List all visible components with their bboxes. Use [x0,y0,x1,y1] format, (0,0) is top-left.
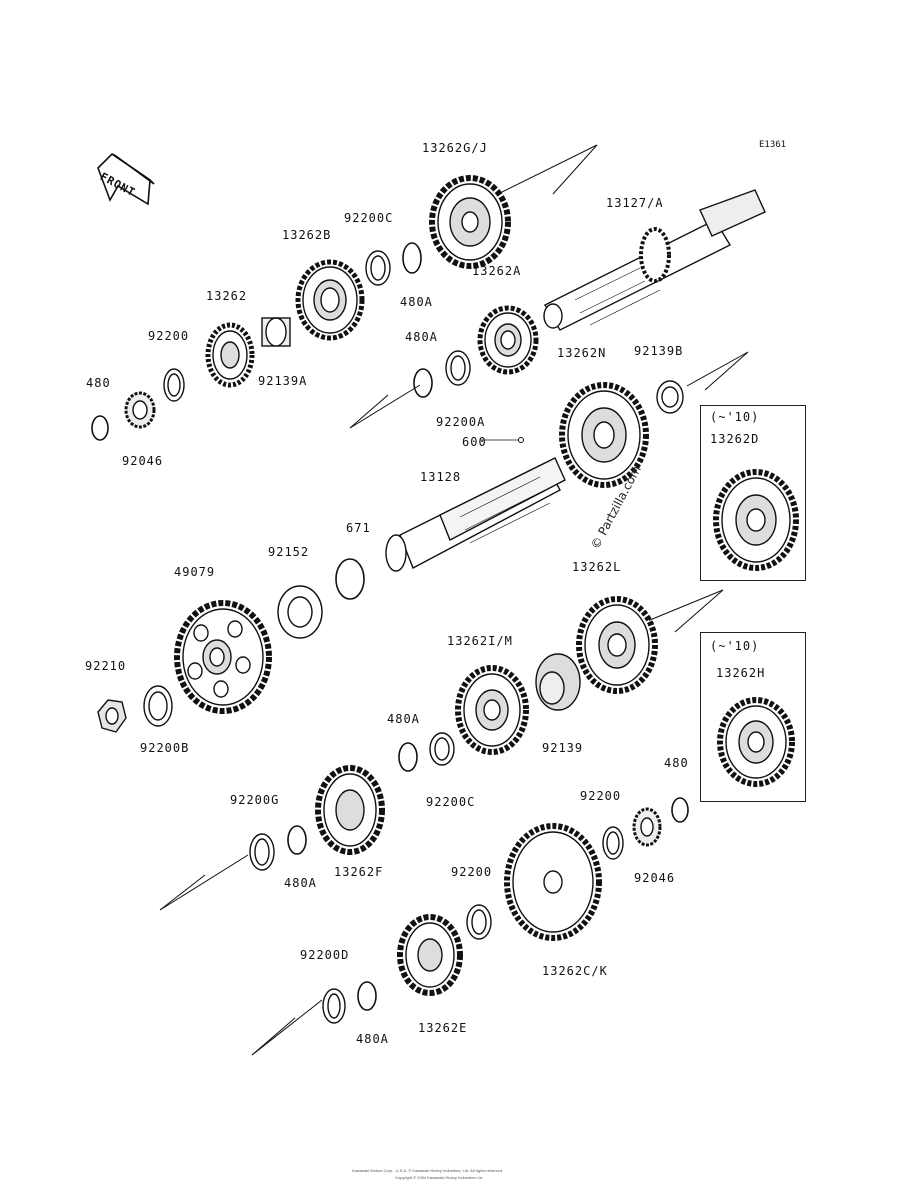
part-label: 480A [387,712,420,726]
bearing-92139a-icon [261,317,291,347]
bearing-92046-right-icon [632,807,662,847]
part-label: 92139 [542,741,584,755]
part-label: 92200B [140,741,190,755]
gear-13262d-icon [713,469,799,571]
ball-600-icon [518,437,524,443]
circlip-480a-bottom-icon [357,981,377,1011]
part-label: 92200C [344,211,394,225]
part-label: 13262E [418,1021,468,1035]
part-label: 13262 [206,289,248,303]
gear-13262h-icon [717,697,795,787]
part-label: 92139B [634,344,684,358]
part-label: 480A [284,876,317,890]
gear-13262-icon [205,322,255,388]
shaft-13128-icon [385,457,566,572]
part-label: 480A [405,330,438,344]
bush-92139-icon [535,653,581,711]
variant-note-2: (~'10) [710,639,760,653]
washer-92200-lower-icon [466,904,492,940]
part-label: 92152 [268,545,310,559]
leader-lines [159,144,749,1056]
part-label: 13262I/M [447,634,513,648]
gear-13262l-icon [576,596,658,694]
front-arrow-icon [97,152,155,206]
washer-92200g-icon [249,833,275,871]
circlip-480a-icon [402,242,422,274]
washer-92200c-icon [365,250,391,286]
gear-13262e-icon [397,914,463,996]
gear-13262f-icon [315,765,385,855]
washer-92200-icon [163,368,185,402]
gear-13262b-icon [295,259,365,341]
part-label: 13262A [472,264,522,278]
bearing-92046-icon [124,391,156,429]
collar-92152-icon [277,585,323,639]
washer-92200-right-icon [602,826,624,860]
variant-box-13262h [700,632,806,802]
shaft-13127a-icon [543,189,766,331]
part-label: 92200D [300,948,350,962]
part-label: 13262N [557,346,607,360]
gear-13262gj-icon [429,175,511,269]
part-label: 671 [346,521,371,535]
part-label: 92200A [436,415,486,429]
copyright-line-1: Kawasaki Motors Corp., U.S.A. © Kawasaki… [352,1168,504,1173]
gear-13262ck-icon [504,823,602,941]
part-label: 13262L [572,560,622,574]
part-label: 92200 [148,329,190,343]
variant-note-1: (~'10) [710,410,760,424]
oring-671-icon [335,558,365,600]
part-label: 13262C/K [542,964,608,978]
circlip-480a-lower-icon [287,825,307,855]
washer-92200d-icon [322,988,346,1024]
part-label: 480 [664,756,689,770]
part-label: 480A [356,1032,389,1046]
part-label: 13128 [420,470,462,484]
part-label: 13262B [282,228,332,242]
circlip-480-icon [91,415,109,441]
part-label: 92046 [122,454,164,468]
part-label: 92200 [580,789,622,803]
bush-92139b-icon [656,380,684,414]
part-label: 92139A [258,374,308,388]
variant-box-13262d [700,405,806,581]
gear-13262a-icon [477,305,539,375]
part-label: 13127/A [606,196,664,210]
part-label: 600 [462,435,487,449]
part-label: 480A [400,295,433,309]
circlip-480-right-icon [671,797,689,823]
gear-13262im-icon [455,665,529,755]
variant-part-2: 13262H [716,666,766,680]
washer-92200a-icon [445,350,471,386]
gear-49079-icon [174,600,272,714]
part-label: 480 [86,376,111,390]
gear-13262n-icon [559,382,649,488]
part-label: 92210 [85,659,127,673]
circlip-480a-mid-icon [413,368,433,398]
circlip-480a-low-icon [398,742,418,772]
copyright-line-2: Copyright © 2004 Kawasaki Heavy Industri… [395,1175,484,1180]
part-label: 49079 [174,565,216,579]
part-label: 13262F [334,865,384,879]
variant-part-1: 13262D [710,432,760,446]
part-label: 92046 [634,871,676,885]
washer-92200c-low-icon [429,732,455,766]
part-label: 13262G/J [422,141,488,155]
part-label: 92200C [426,795,476,809]
part-label: 92200G [230,793,280,807]
part-label: 92200 [451,865,493,879]
washer-92200b-icon [143,685,173,727]
diagram-code: E1361 [759,140,787,150]
nut-92210-icon [97,699,127,733]
